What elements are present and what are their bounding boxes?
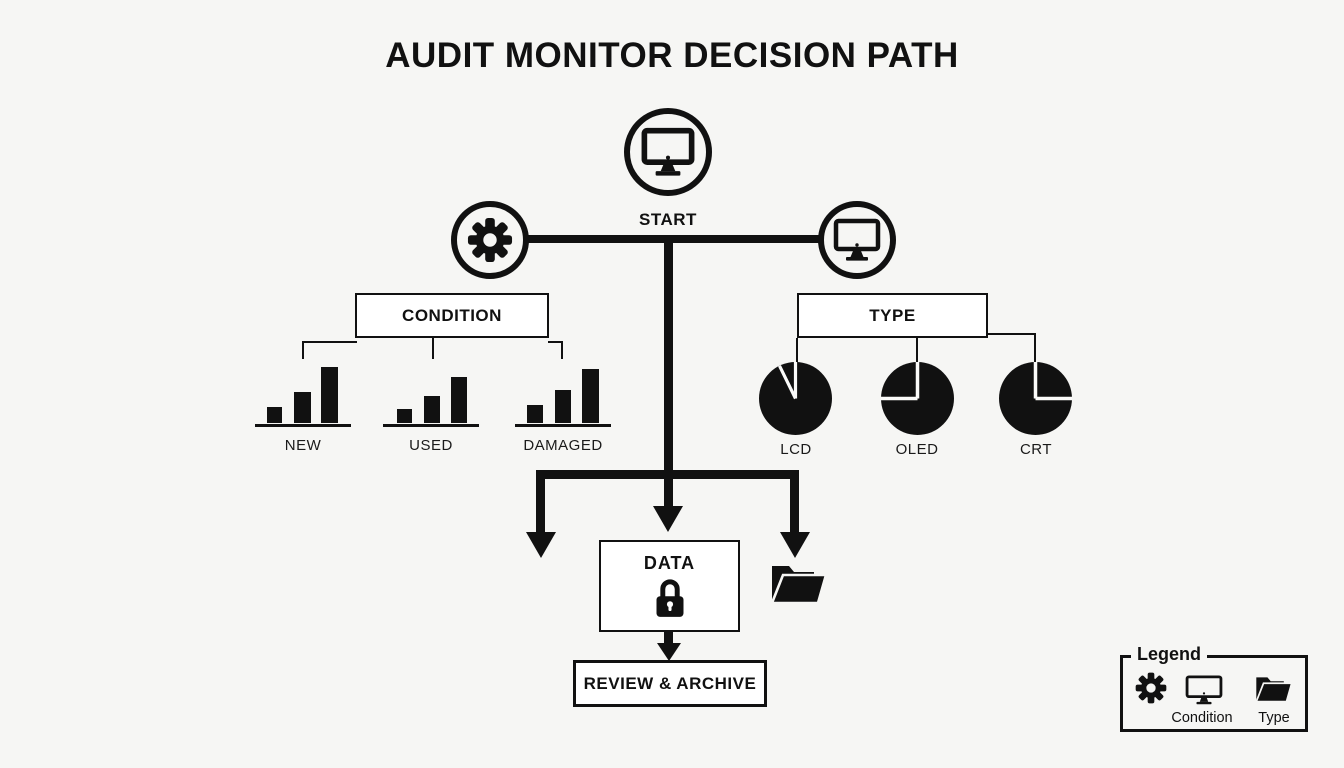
arrow-down-review-icon [657,643,681,661]
connector-right-arm [790,479,799,534]
condition-bracket-right-v [561,341,563,359]
start-label: START [639,210,697,229]
condition-branch-node [451,201,529,279]
connector-main-horizontal [528,235,820,243]
legend-box: Legend Condition [1120,644,1308,732]
legend-condition-label: Condition [1171,710,1233,726]
folder-icon [1255,673,1293,704]
bar-chart-icon [255,365,351,427]
connector-data-to-review [664,631,673,647]
data-box-label: DATA [643,553,696,573]
type-bracket-left-v [796,338,798,363]
data-box: DATA [599,540,740,632]
type-box: TYPE [797,293,988,338]
monitor-icon [641,127,695,176]
condition-box: CONDITION [355,293,549,338]
pie-chart-icon [999,362,1072,435]
monitor-icon [833,218,881,261]
connector-center-arm [664,479,673,508]
monitor-icon [1185,675,1223,707]
type-bracket-right-v [1034,333,1036,363]
page-title: AUDIT MONITOR DECISION PATH [385,36,959,75]
type-option-oled-label: OLED [895,441,939,458]
bar-chart-icon [515,365,611,427]
connector-t-bar [536,470,799,479]
condition-option-new-label: NEW [284,437,322,454]
type-box-label: TYPE [869,305,916,325]
review-archive-box: REVIEW & ARCHIVE [573,660,767,707]
type-option-crt-label: CRT [1019,441,1053,458]
type-bracket-mid-v [916,338,918,363]
connector-center-vertical [664,239,673,479]
condition-option-used-label: USED [409,437,453,454]
gear-icon [467,217,513,263]
type-branch-node [818,201,896,279]
type-option-lcd-label: LCD [780,441,812,458]
bar-chart-icon [383,365,479,427]
pie-chart-icon [881,362,954,435]
arrow-down-right-icon [780,532,810,558]
start-node [624,108,712,196]
legend-title: Legend [1131,644,1208,665]
lock-icon [656,579,683,617]
condition-bracket-left-h [302,341,357,343]
condition-bracket-right-h [548,341,563,343]
condition-bracket-left-v [302,341,304,359]
gear-icon [1135,672,1167,704]
condition-option-damaged-label: DAMAGED [523,437,603,454]
connector-left-arm [536,479,545,534]
arrow-down-left-icon [526,532,556,558]
arrow-down-center-icon [653,506,683,532]
folder-icon [770,561,828,605]
pie-chart-icon [759,362,832,435]
legend-type-label: Type [1258,710,1290,726]
type-bracket-right-h [986,333,1036,335]
condition-box-label: CONDITION [402,305,502,325]
condition-bracket-mid-v [432,338,434,359]
review-archive-label: REVIEW & ARCHIVE [583,673,757,693]
